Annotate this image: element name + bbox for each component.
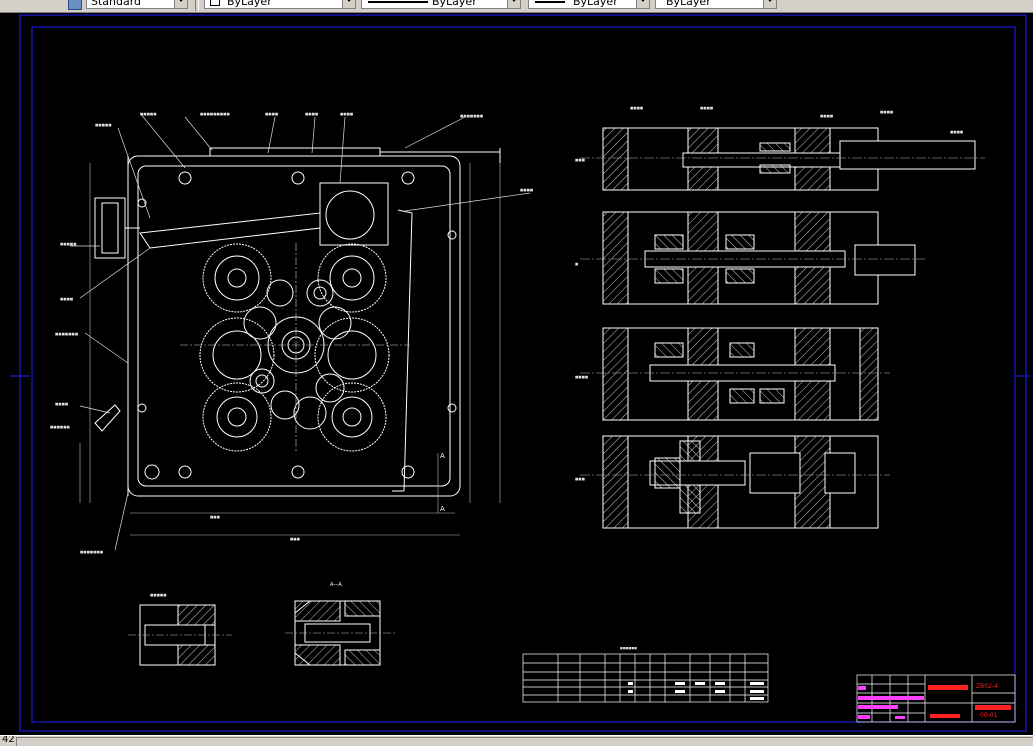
svg-text:■■■■■■■: ■■■■■■■	[80, 550, 103, 554]
motor-block	[319, 182, 389, 246]
detail-view-2	[285, 600, 395, 666]
drawing-number-1: ZB02-4	[976, 683, 998, 690]
shaft-section-1	[580, 127, 985, 191]
status-bar: 42	[0, 735, 1033, 746]
svg-text:■■■■■: ■■■■■	[95, 123, 112, 127]
text-style-icon[interactable]	[68, 0, 82, 10]
chevron-down-icon[interactable]	[342, 0, 355, 8]
gear-set	[199, 243, 390, 452]
section-title-a-a: A—A	[330, 582, 342, 588]
top-cover	[209, 147, 381, 157]
shaft-section-views	[580, 127, 985, 529]
svg-text:■■■■■: ■■■■■	[140, 112, 157, 116]
drawing-number-2: 00-01	[980, 712, 998, 719]
command-line[interactable]	[16, 737, 1033, 746]
detail-view-1	[128, 604, 232, 666]
svg-text:■■■■■■■: ■■■■■■■	[460, 114, 483, 118]
layer-value: ByLayer	[227, 0, 272, 8]
coordinate-readout: 42	[2, 735, 15, 745]
svg-text:■■■■■■■■■: ■■■■■■■■■	[200, 112, 230, 116]
svg-text:■■■■■■: ■■■■■■	[620, 646, 637, 650]
title-block-marks	[858, 685, 1011, 719]
drawing-canvas[interactable]: ■■■■■■■■■■■■■■■■■■■ ■■■■■■■■■■■■ ■■■■■■■…	[0, 13, 1033, 735]
svg-text:■■■: ■■■	[575, 477, 585, 481]
housing-outline	[127, 155, 461, 497]
shaft-section-4	[580, 435, 890, 529]
plotstyle-value: ByLayer	[666, 0, 711, 8]
plotstyle-dropdown[interactable]: ByLayer	[655, 0, 777, 9]
svg-text:■■■■: ■■■■	[520, 188, 533, 192]
section-annotations: ■■■■■■■■■■■■ ■■■■■■■■■■■ ■■■■■■■■	[575, 106, 963, 481]
svg-text:■■■■: ■■■■	[575, 375, 588, 379]
linetype-preview-icon	[368, 1, 428, 3]
gearbox-front-view	[70, 112, 531, 551]
bolt-holes	[137, 171, 457, 480]
lineweight-value: ByLayer	[573, 0, 618, 8]
text-style-value: Standard	[91, 0, 142, 8]
housing-inner	[137, 165, 451, 487]
chevron-down-icon[interactable]	[174, 0, 187, 8]
shaft-section-3	[580, 327, 890, 421]
svg-text:■■■■: ■■■■	[305, 112, 318, 116]
layer-dropdown[interactable]: ByLayer	[204, 0, 356, 9]
view-label-a-top: A	[440, 452, 445, 460]
view-label-a-bottom: A	[440, 505, 445, 513]
svg-text:■■■■■■■: ■■■■■■■	[55, 332, 78, 336]
svg-text:■■■■: ■■■■	[630, 106, 643, 110]
detail-view-title: ■■■■■	[150, 593, 167, 597]
lineweight-dropdown[interactable]: ByLayer	[528, 0, 650, 9]
shaft-section-2	[580, 211, 925, 305]
properties-toolbar: Standard ByLayer ByLayer ByLayer ByLayer	[0, 0, 1033, 13]
svg-text:■■■■: ■■■■	[60, 297, 73, 301]
chevron-down-icon[interactable]	[636, 0, 649, 8]
sheet-inner-border	[31, 26, 1016, 723]
main-view-annotations: ■■■■■■■■■■■■■■■■■■■ ■■■■■■■■■■■■ ■■■■■■■…	[50, 112, 533, 554]
text-style-dropdown[interactable]: Standard	[86, 0, 188, 9]
lineweight-preview-icon	[535, 1, 565, 3]
svg-text:■■■: ■■■	[290, 537, 300, 541]
svg-text:■■■■: ■■■■	[820, 114, 833, 118]
svg-text:■■■: ■■■	[210, 515, 220, 519]
chevron-down-icon[interactable]	[507, 0, 520, 8]
table-cells: ■■■■■■	[620, 646, 764, 700]
shift-lever	[139, 212, 321, 249]
svg-text:■■■■: ■■■■	[880, 110, 893, 114]
gear-parameter-table	[522, 653, 769, 703]
handwheel	[94, 197, 126, 259]
svg-text:■■■■: ■■■■	[265, 112, 278, 116]
sheet-outer-border	[19, 14, 1027, 732]
color-swatch-icon	[210, 0, 220, 6]
svg-text:■■■■: ■■■■	[340, 112, 353, 116]
linetype-dropdown[interactable]: ByLayer	[361, 0, 521, 9]
toolbar-separator	[195, 0, 199, 11]
svg-text:■: ■	[575, 262, 578, 266]
svg-text:■■■■: ■■■■	[55, 402, 68, 406]
svg-text:■■■■: ■■■■	[950, 130, 963, 134]
chevron-down-icon[interactable]	[763, 0, 776, 8]
svg-text:■■■■■■: ■■■■■■	[50, 425, 70, 429]
linetype-value: ByLayer	[432, 0, 477, 8]
svg-text:■■■: ■■■	[575, 158, 585, 162]
svg-text:■■■■■: ■■■■■	[60, 242, 77, 246]
svg-text:■■■■: ■■■■	[700, 106, 713, 110]
cad-drawing: ■■■■■■■■■■■■■■■■■■■ ■■■■■■■■■■■■ ■■■■■■■…	[10, 14, 1030, 732]
